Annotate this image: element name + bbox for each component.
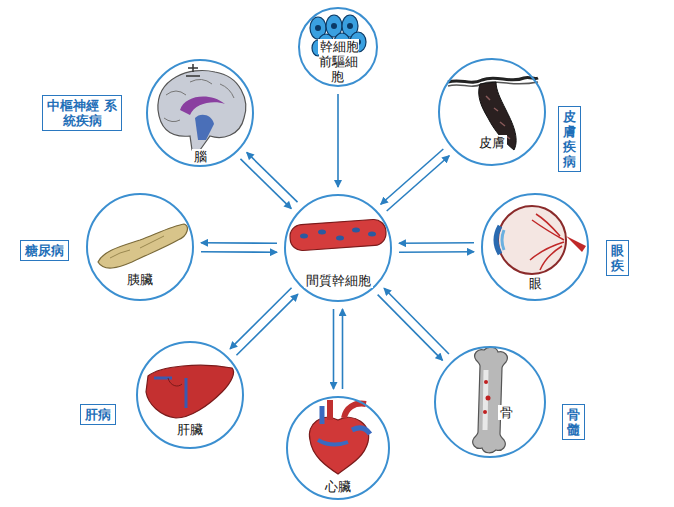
skin-circle: 皮膚皮膚疾病 [438,58,546,166]
heart-circle: 心臟 [286,396,390,500]
organ-label-text: 心臟 [323,479,353,494]
center-circle: 間質幹細胞 [284,194,392,302]
disease-box: 糖尿病 [20,240,69,261]
skin-picture [448,77,538,150]
flow-arrow [247,152,298,202]
organ-label-text: 間質幹細胞 [304,273,373,288]
liver-picture [146,365,234,418]
flow-arrow [201,251,277,253]
organ-label: 幹細胞 前驅細胞 [300,40,376,85]
organ-label: 眼 [483,277,587,292]
flow-arrow [384,288,449,354]
flow-arrow [236,294,297,355]
organ-label-text: 皮膚 [477,135,507,150]
disease-box: 骨髓 [562,404,585,440]
organ-label-text: 肝臟 [175,422,205,437]
heart-picture [309,400,370,474]
disease-box: 皮膚疾病 [558,106,581,172]
blood-vessel-picture [289,219,387,252]
disease-box: 肝病 [80,404,116,425]
organ-label: 皮膚 [440,136,544,151]
eye-circle: 眼眼疾 [481,193,589,301]
organ-label-text: 幹細胞 前驅細胞 [318,39,359,84]
disease-box: 中樞神經 系統疾病 [42,95,122,131]
flow-arrow [399,242,474,244]
organ-label-text: 腦 [192,149,209,164]
flow-arrow [201,242,277,244]
flow-arrow [378,295,443,361]
brain-picture [158,64,246,150]
circle-grounds [86,7,589,500]
flow-arrow [337,94,339,187]
bone-picture [473,347,508,453]
flow-arrow [333,309,335,389]
flow-arrow [399,251,474,253]
organ-label: 間質幹細胞 [286,274,390,289]
flow-arrow [387,156,450,211]
organ-label-text: 骨 [498,405,515,420]
pancreas-picture [98,224,187,268]
liver-circle: 肝臟肝病 [136,341,244,449]
organ-label: 心臟 [288,480,388,495]
organ-label: 骨 [498,406,515,421]
flow-arrow [342,309,344,389]
brain-circle: 腦中樞神經 系統疾病 [146,59,254,167]
organ-label: 腦 [148,150,252,165]
flow-arrow [240,159,291,209]
organ-label-text: 胰臟 [125,272,155,287]
progenitor-circle: 幹細胞 前驅細胞 [298,7,378,87]
bone-circle: 骨骨髓 [434,346,546,458]
flow-arrow [381,149,444,204]
pancreas-circle: 胰臟糖尿病 [86,193,194,301]
organ-label: 肝臟 [138,423,242,438]
disease-box: 眼疾 [606,240,629,276]
organ-label-text: 眼 [527,276,544,291]
organ-label: 胰臟 [88,273,192,288]
eye-picture [496,206,586,274]
flow-arrow [230,288,291,349]
